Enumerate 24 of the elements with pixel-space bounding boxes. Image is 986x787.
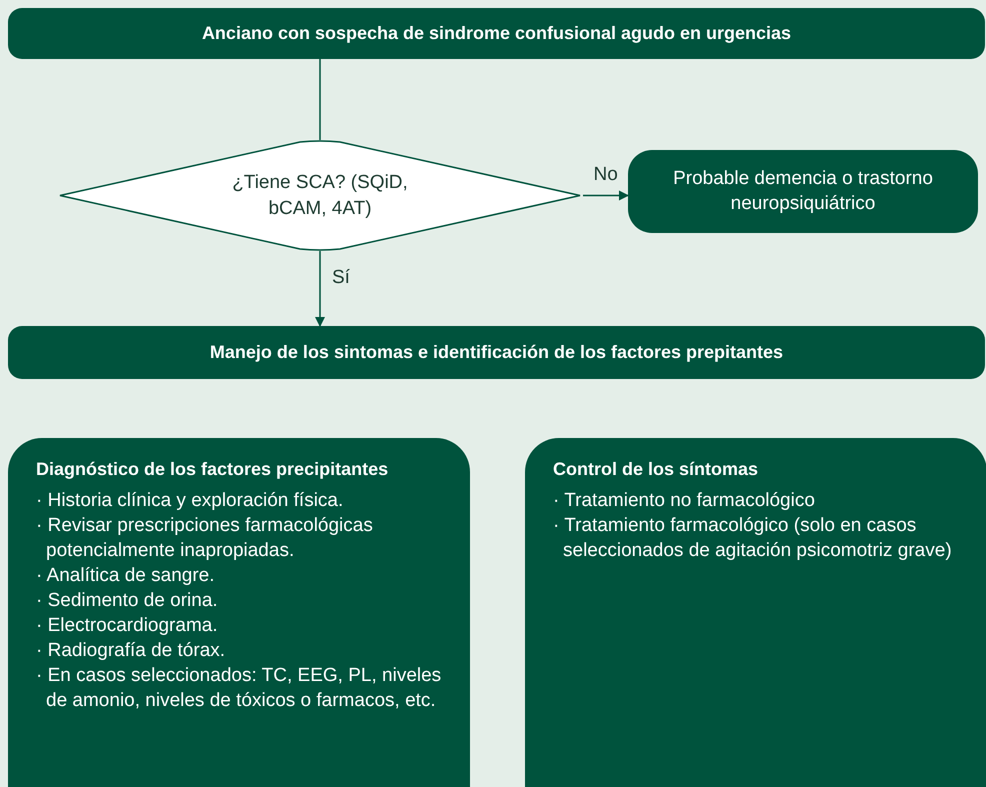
box-text: Manejo de los sintomas e identificación de los factores prepitantes — [210, 342, 784, 363]
box-text: Probable demencia o trastorno neuropsiquiátrico — [672, 166, 934, 216]
list-item: · En casos seleccionados: TC, EEG, PL, niveles de amonio, niveles de tóxicos o farmacos, etc. — [36, 664, 442, 714]
list-item: · Revisar prescripciones farmacológicas potencialmente inapropiadas. — [36, 514, 374, 563]
card-heading: Diagnóstico de los factores precipitantes — [36, 458, 390, 481]
list-item: · Historia clínica y exploración física. — [36, 488, 344, 513]
card-heading: Control de los síntomas — [553, 458, 760, 481]
list-item: · Sedimento de orina. — [36, 589, 219, 614]
list-item: · Electrocardiograma. — [36, 614, 219, 638]
banner-box — [8, 326, 985, 379]
list-item: · Radiografía de tórax. — [36, 639, 226, 664]
list-item: · Tratamiento farmacológico (solo en casos seleccionados de agitación psicomotriz grave) — [553, 514, 953, 563]
arrow — [315, 251, 325, 327]
decision-text: ¿Tiene SCA? (SQiD, bCAM, 4AT) — [231, 170, 409, 220]
arrow — [583, 190, 629, 200]
banner-box — [8, 8, 985, 59]
decision-diamond — [57, 140, 583, 251]
box-text: Anciano con sospecha de sindrome confusional agudo en urgencias — [202, 23, 792, 44]
terminal-box — [628, 150, 978, 233]
info-card — [8, 438, 470, 787]
connector-line — [319, 59, 321, 140]
info-card — [525, 438, 986, 787]
list-item: · Tratamiento no farmacológico — [553, 488, 816, 513]
list-item: · Analítica de sangre. — [36, 564, 216, 588]
